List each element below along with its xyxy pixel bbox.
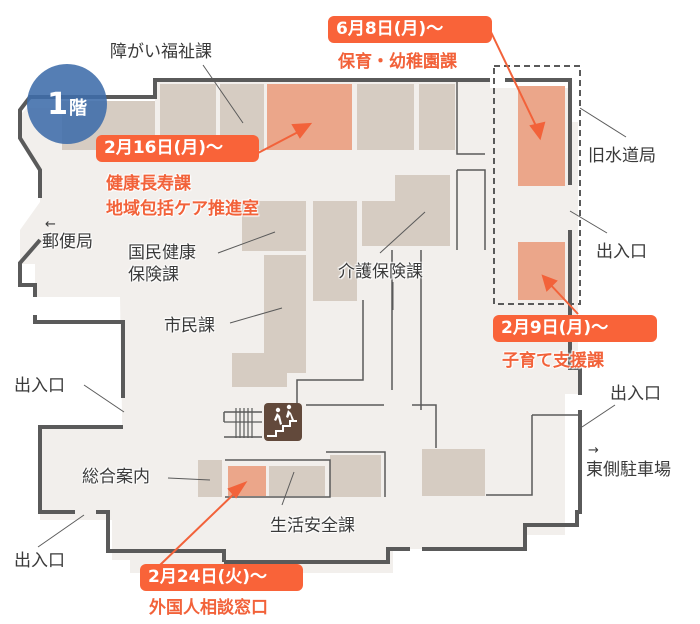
partitions [223, 80, 580, 498]
label-entrance-bottom-left: 出入口 [14, 551, 65, 571]
callout-kenko-date: 2月16日(月)～ [96, 135, 259, 162]
kyu-suidou-area [493, 65, 581, 305]
callout-hoiku-dept: 保育・幼稚園課 [338, 52, 457, 72]
callout-arrows [159, 29, 579, 566]
arrow-left-icon: ← [45, 217, 56, 232]
walls [18, 78, 582, 564]
kenko-chouju-room [267, 84, 352, 150]
callout-hoiku-date: 6月8日(月)～ [328, 16, 492, 43]
floor-unit: 階 [68, 98, 87, 119]
leader-lines [37, 64, 627, 548]
label-entrance-right-bottom: 出入口 [610, 384, 661, 404]
callout-gaikokujin-date: 2月24日(火)～ [140, 564, 303, 591]
floor-indicator-badge: 1 階 [27, 64, 107, 144]
callout-kosodate-dept: 子育て支援課 [502, 351, 604, 371]
label-sogo-annai: 総合案内 [82, 467, 150, 487]
label-higashi-parking: 東側駐車場 [586, 460, 671, 480]
label-seikatsu-anzen: 生活安全課 [270, 516, 355, 536]
label-kyu-suidou: 旧水道局 [588, 146, 656, 166]
label-yubinkyoku: 郵便局 [42, 232, 93, 252]
stair-steps [224, 408, 262, 438]
label-entrance-right-top: 出入口 [596, 242, 647, 262]
label-kokumin-kenko-line1: 国民健康 [128, 243, 196, 263]
label-shogai-fukushi: 障がい福祉課 [110, 42, 212, 62]
rooms [62, 84, 565, 497]
label-entrance-left: 出入口 [14, 376, 65, 396]
floor-number: 1 [47, 86, 68, 122]
callout-gaikokujin-dept: 外国人相談窓口 [149, 598, 268, 618]
arrow-right-icon: → [588, 443, 599, 458]
label-shimin: 市民課 [164, 316, 215, 336]
label-kokumin-kenko-line2: 保険課 [128, 265, 179, 285]
callout-kosodate-date: 2月9日(月)～ [493, 315, 657, 342]
stairs-people-icon [264, 403, 302, 441]
callout-kenko-dept-1: 健康長寿課 [106, 174, 191, 194]
label-kaigo-hoken: 介護保険課 [338, 262, 423, 282]
callout-kenko-dept-2: 地域包括ケア推進室 [106, 199, 259, 219]
